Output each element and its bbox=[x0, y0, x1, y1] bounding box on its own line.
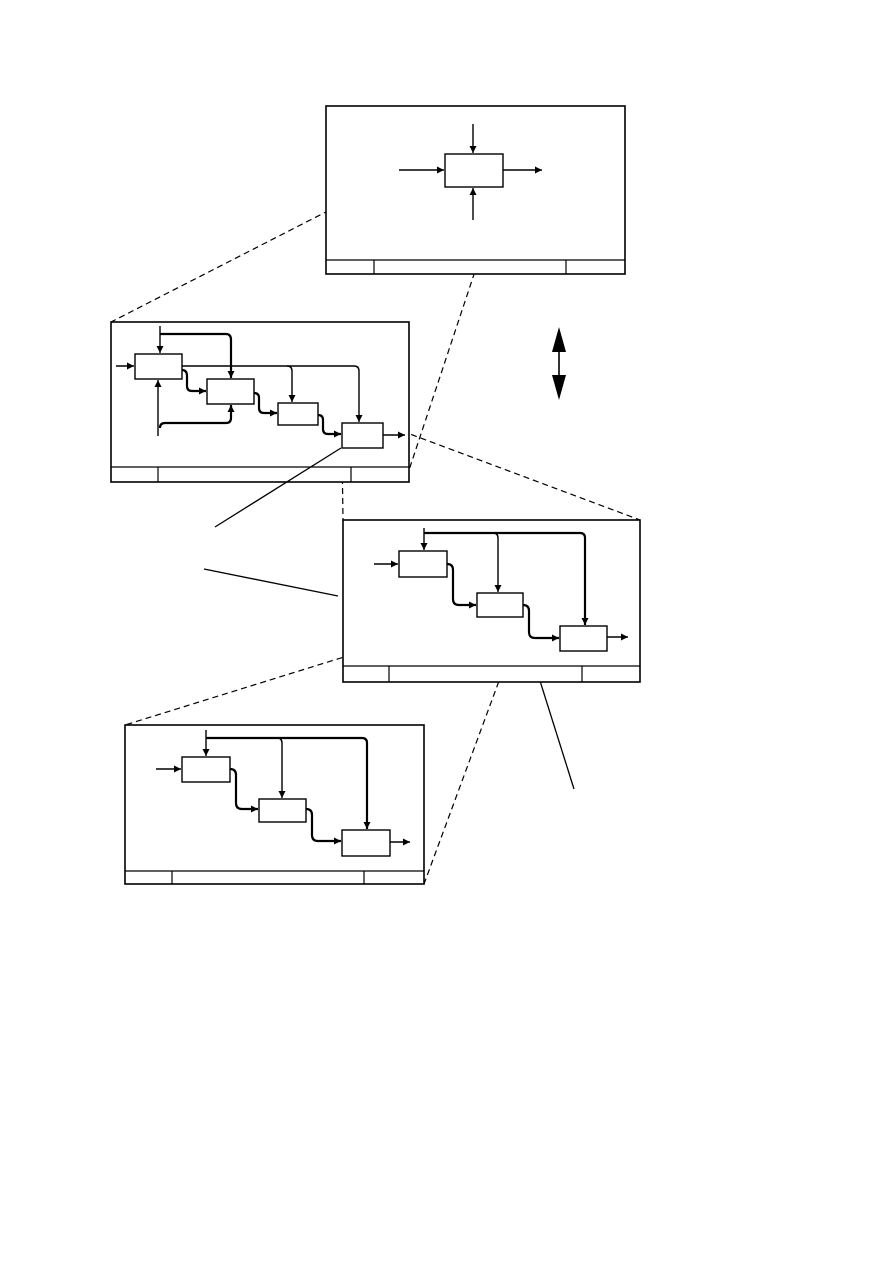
double-headed-arrow-icon bbox=[552, 327, 566, 400]
level1-diagram bbox=[110, 321, 410, 483]
level3-control-box2 bbox=[276, 737, 286, 798]
level1-box-1 bbox=[134, 353, 183, 380]
level2-box1-to-box2 bbox=[446, 562, 476, 609]
level1-box3-to-box4 bbox=[317, 413, 341, 438]
level1-box1-to-box4-control bbox=[287, 365, 363, 422]
level2-box-1 bbox=[398, 550, 448, 578]
level1-box2-to-box3 bbox=[253, 391, 277, 417]
callout-line-level1 bbox=[214, 447, 342, 528]
context-activity-box bbox=[444, 153, 504, 188]
level2-diagram bbox=[342, 519, 641, 683]
zoom-line-level1-right bbox=[382, 423, 641, 521]
level2-box-2 bbox=[476, 592, 524, 618]
level3-box-3 bbox=[341, 829, 391, 857]
level3-control-bus bbox=[206, 736, 371, 829]
level2-box2-to-box3 bbox=[522, 603, 559, 642]
level3-box-2 bbox=[258, 798, 307, 823]
context-frame bbox=[325, 105, 626, 275]
level1-control-to-box2 bbox=[160, 332, 235, 378]
level1-box-3 bbox=[277, 402, 319, 426]
level2-control-bus bbox=[424, 531, 589, 625]
callout-line-level2 bbox=[203, 568, 339, 597]
level2-control-box2 bbox=[492, 532, 502, 592]
context-diagram bbox=[325, 105, 626, 275]
level3-diagram bbox=[124, 724, 425, 885]
level3-box-1 bbox=[181, 756, 231, 783]
level1-box1-to-box2 bbox=[181, 368, 206, 395]
level3-box1-to-box2 bbox=[229, 767, 258, 813]
level1-box-2 bbox=[206, 378, 255, 405]
level3-box2-to-box3 bbox=[305, 807, 341, 845]
level1-mechanism-box2 bbox=[158, 405, 235, 429]
level2-box-3 bbox=[559, 625, 608, 652]
zoom-line-level2-right bbox=[423, 615, 524, 885]
level1-box-4 bbox=[341, 422, 384, 449]
